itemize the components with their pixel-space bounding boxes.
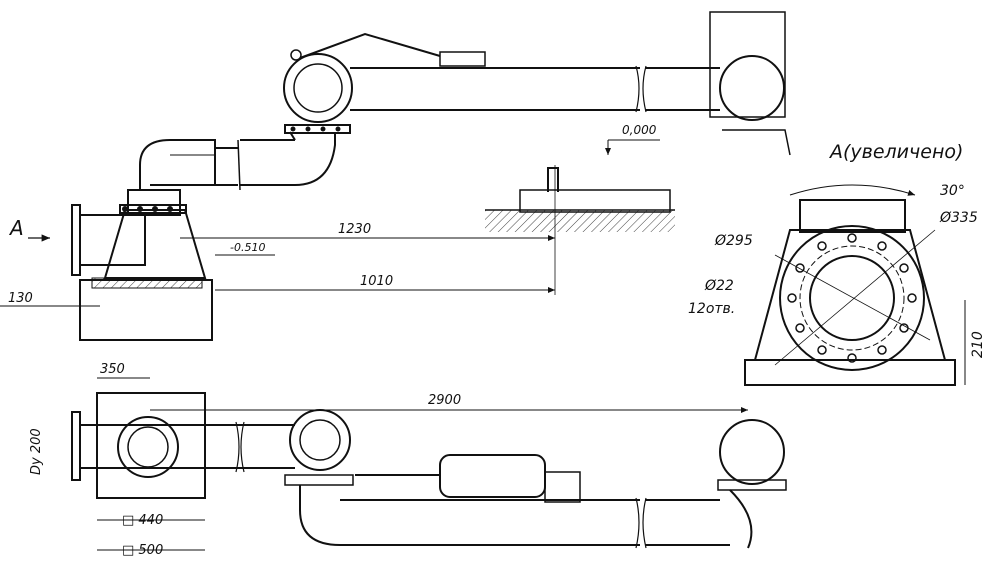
swivel-joint	[127, 189, 181, 216]
dim-210-label: 210	[970, 331, 986, 358]
lower-pipe	[240, 139, 295, 186]
plan-main-arm	[299, 485, 640, 546]
counterweight	[439, 454, 546, 498]
level-minus-label: -0.510	[230, 241, 265, 254]
rail	[547, 167, 559, 192]
phi-22-label: Ø22	[704, 278, 734, 294]
level-zero-label: 0,000	[622, 123, 657, 137]
view-a-title: A(увеличено)	[828, 141, 963, 163]
rail-sleeper	[519, 189, 671, 213]
base-block	[79, 279, 213, 341]
view-arrow-letter: A	[8, 216, 24, 240]
plan-inlet-pipe	[80, 424, 240, 469]
side-view: 0,000 1230 1010 -0.510 130 A	[0, 11, 791, 341]
dim-350: 350	[100, 362, 125, 377]
dim-2900: 2900	[428, 393, 461, 408]
dim-1010: 1010	[360, 274, 393, 289]
inlet-pipe	[79, 214, 146, 266]
balance-cylinder	[299, 32, 441, 59]
right-swivel	[719, 55, 785, 121]
support-bracket	[103, 209, 207, 279]
phi-335-label: Ø335	[939, 210, 978, 226]
angle-30-label: 30°	[940, 183, 965, 199]
lower-elbow	[139, 139, 216, 190]
view-a-top-swivel	[799, 199, 906, 233]
plan-right-swivel	[719, 419, 785, 485]
phi-295-label: Ø295	[714, 233, 753, 249]
dim-1230: 1230	[338, 222, 371, 237]
dim-dy200: Dy 200	[29, 428, 44, 475]
view-a-bore	[809, 255, 895, 341]
dim-sq500: □ 500	[122, 543, 163, 558]
dim-130: 130	[8, 291, 33, 306]
upper-swivel	[283, 53, 353, 123]
base-hatch	[91, 277, 203, 289]
view-a: A(увеличено) 30° Ø335 Ø295 Ø22 12отв. 21…	[688, 141, 986, 386]
inlet-flange	[71, 204, 81, 276]
plan-base-plate	[96, 392, 206, 499]
holes-12-label: 12отв.	[688, 301, 735, 317]
plan-swivel-2	[289, 409, 351, 471]
view-a-bracket	[753, 229, 947, 361]
plan-swivel-1	[117, 416, 179, 478]
view-a-bolt-holes	[787, 233, 917, 363]
main-arm	[350, 67, 720, 111]
dim-sq440: □ 440	[122, 513, 163, 528]
plan-view: 350 2900 Dy 200 □ 440 □ 500	[29, 362, 787, 558]
view-a-outer-flange	[779, 225, 925, 371]
